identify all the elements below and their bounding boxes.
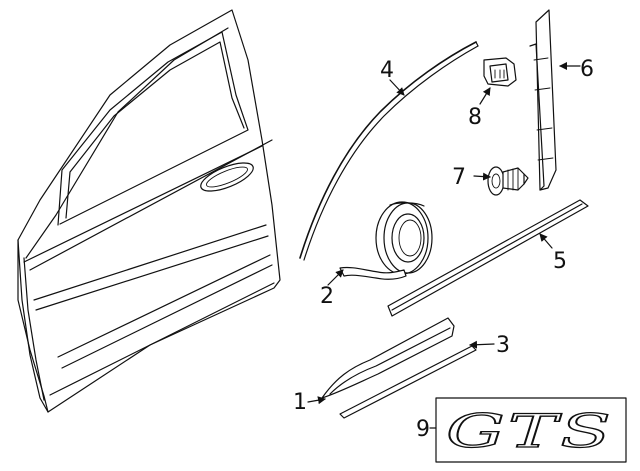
part-9-emblem: [435, 397, 627, 463]
callout-1: 1: [293, 390, 307, 415]
part-5-body-molding: [387, 199, 589, 317]
leader-lines: [307, 62, 581, 429]
part-2-tape-roll: [339, 201, 433, 280]
part-7-screw: [487, 166, 529, 196]
callout-8: 8: [468, 105, 482, 130]
callout-9: 9: [416, 417, 430, 442]
callout-4: 4: [380, 58, 394, 83]
part-8-clip: [483, 57, 517, 87]
callout-5: 5: [553, 249, 567, 274]
part-1-door-molding: [321, 317, 455, 399]
callout-7: 7: [452, 165, 466, 190]
callout-6: 6: [580, 57, 594, 82]
part-4-window-molding: [299, 41, 479, 261]
front-door-shell: [17, 9, 281, 413]
callout-2: 2: [320, 284, 334, 309]
callout-3: 3: [496, 333, 510, 358]
part-3-lower-strip: [339, 345, 477, 419]
part-6-pillar-trim: [529, 9, 557, 191]
emblem-gts-text: GTS: [446, 404, 614, 458]
